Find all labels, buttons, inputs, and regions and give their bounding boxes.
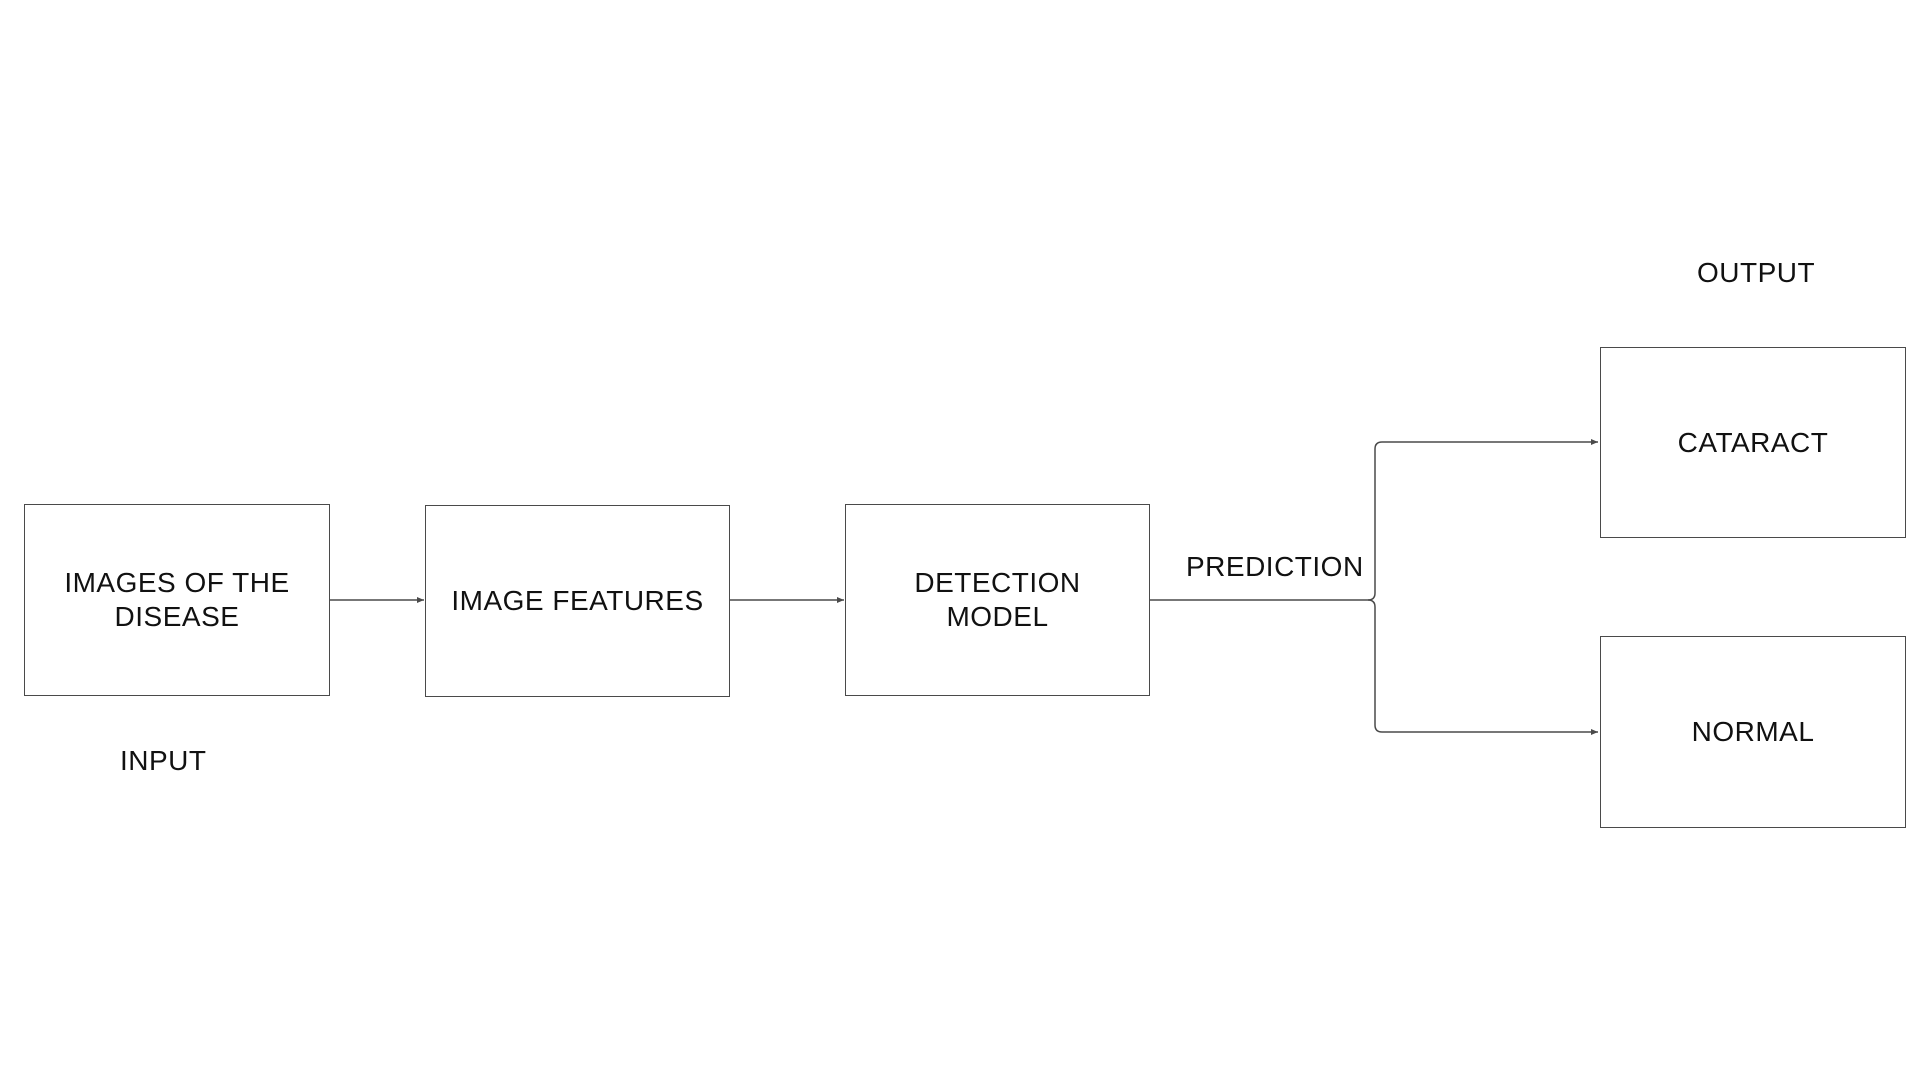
node-images-of-the-disease: IMAGES OF THE DISEASE: [24, 504, 330, 696]
node-image-features: IMAGE FEATURES: [425, 505, 730, 697]
node-images-of-the-disease-label: IMAGES OF THE DISEASE: [64, 567, 290, 632]
arrow-branch-to-cataract: [1367, 439, 1598, 601]
prediction-label: PREDICTION: [1186, 551, 1364, 582]
arrow-branch-to-normal: [1367, 599, 1598, 735]
node-normal: NORMAL: [1600, 636, 1906, 828]
node-cataract-label: CATARACT: [1677, 426, 1829, 458]
node-normal-label: NORMAL: [1691, 716, 1815, 747]
output-label: OUTPUT: [1697, 257, 1816, 288]
node-detection-model-label: DETECTION MODEL: [914, 567, 1081, 632]
input-label: INPUT: [120, 745, 207, 776]
node-cataract: CATARACT: [1600, 347, 1906, 538]
node-detection-model: DETECTION MODEL: [845, 504, 1150, 696]
node-image-features-label: IMAGE FEATURES: [451, 585, 704, 616]
